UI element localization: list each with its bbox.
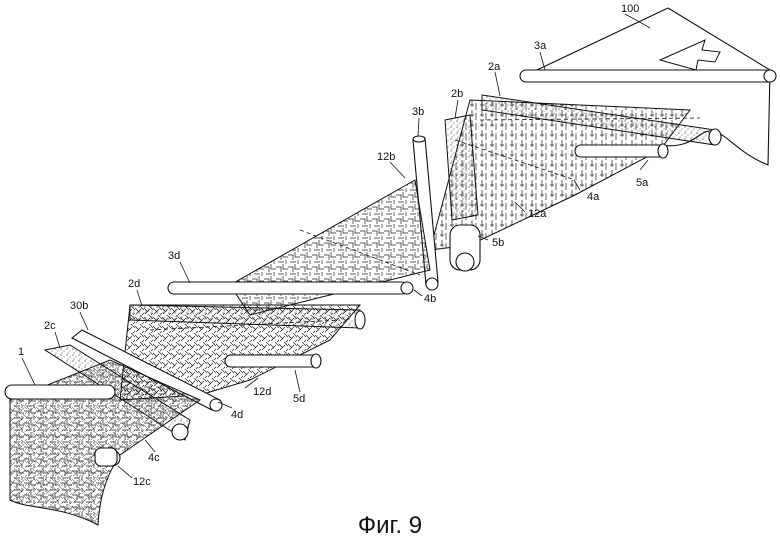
- roller-3d: [168, 282, 413, 294]
- label-5a: 5a: [636, 177, 649, 189]
- roller-5a: [575, 144, 668, 158]
- label-2b: 2b: [451, 88, 463, 100]
- label-12b: 12b: [377, 151, 395, 163]
- label-3d: 3d: [168, 250, 180, 262]
- roller-5b: [450, 225, 480, 271]
- label-12a: 12a: [528, 208, 547, 220]
- label-12c: 12c: [133, 476, 151, 488]
- label-5d: 5d: [293, 393, 305, 405]
- figure-caption: Фиг. 9: [358, 512, 422, 539]
- label-3b: 3b: [412, 106, 424, 118]
- label-4a: 4a: [587, 191, 600, 203]
- label-12d: 12d: [253, 386, 271, 398]
- roller-5d: [225, 354, 321, 368]
- label-2d: 2d: [128, 278, 140, 290]
- label-2c: 2c: [44, 320, 56, 332]
- label-100: 100: [621, 3, 639, 15]
- label-1: 1: [18, 346, 24, 358]
- label-5b: 5b: [492, 237, 504, 249]
- direction-arrow-icon: [660, 40, 720, 70]
- label-4b: 4b: [424, 293, 436, 305]
- roller-3a: [520, 70, 776, 82]
- label-3a: 3a: [534, 40, 547, 52]
- label-4d: 4d: [231, 409, 243, 421]
- label-2a: 2a: [488, 61, 501, 73]
- label-4c: 4c: [148, 452, 160, 464]
- label-30b: 30b: [70, 300, 88, 312]
- sheet-12b: [230, 180, 430, 315]
